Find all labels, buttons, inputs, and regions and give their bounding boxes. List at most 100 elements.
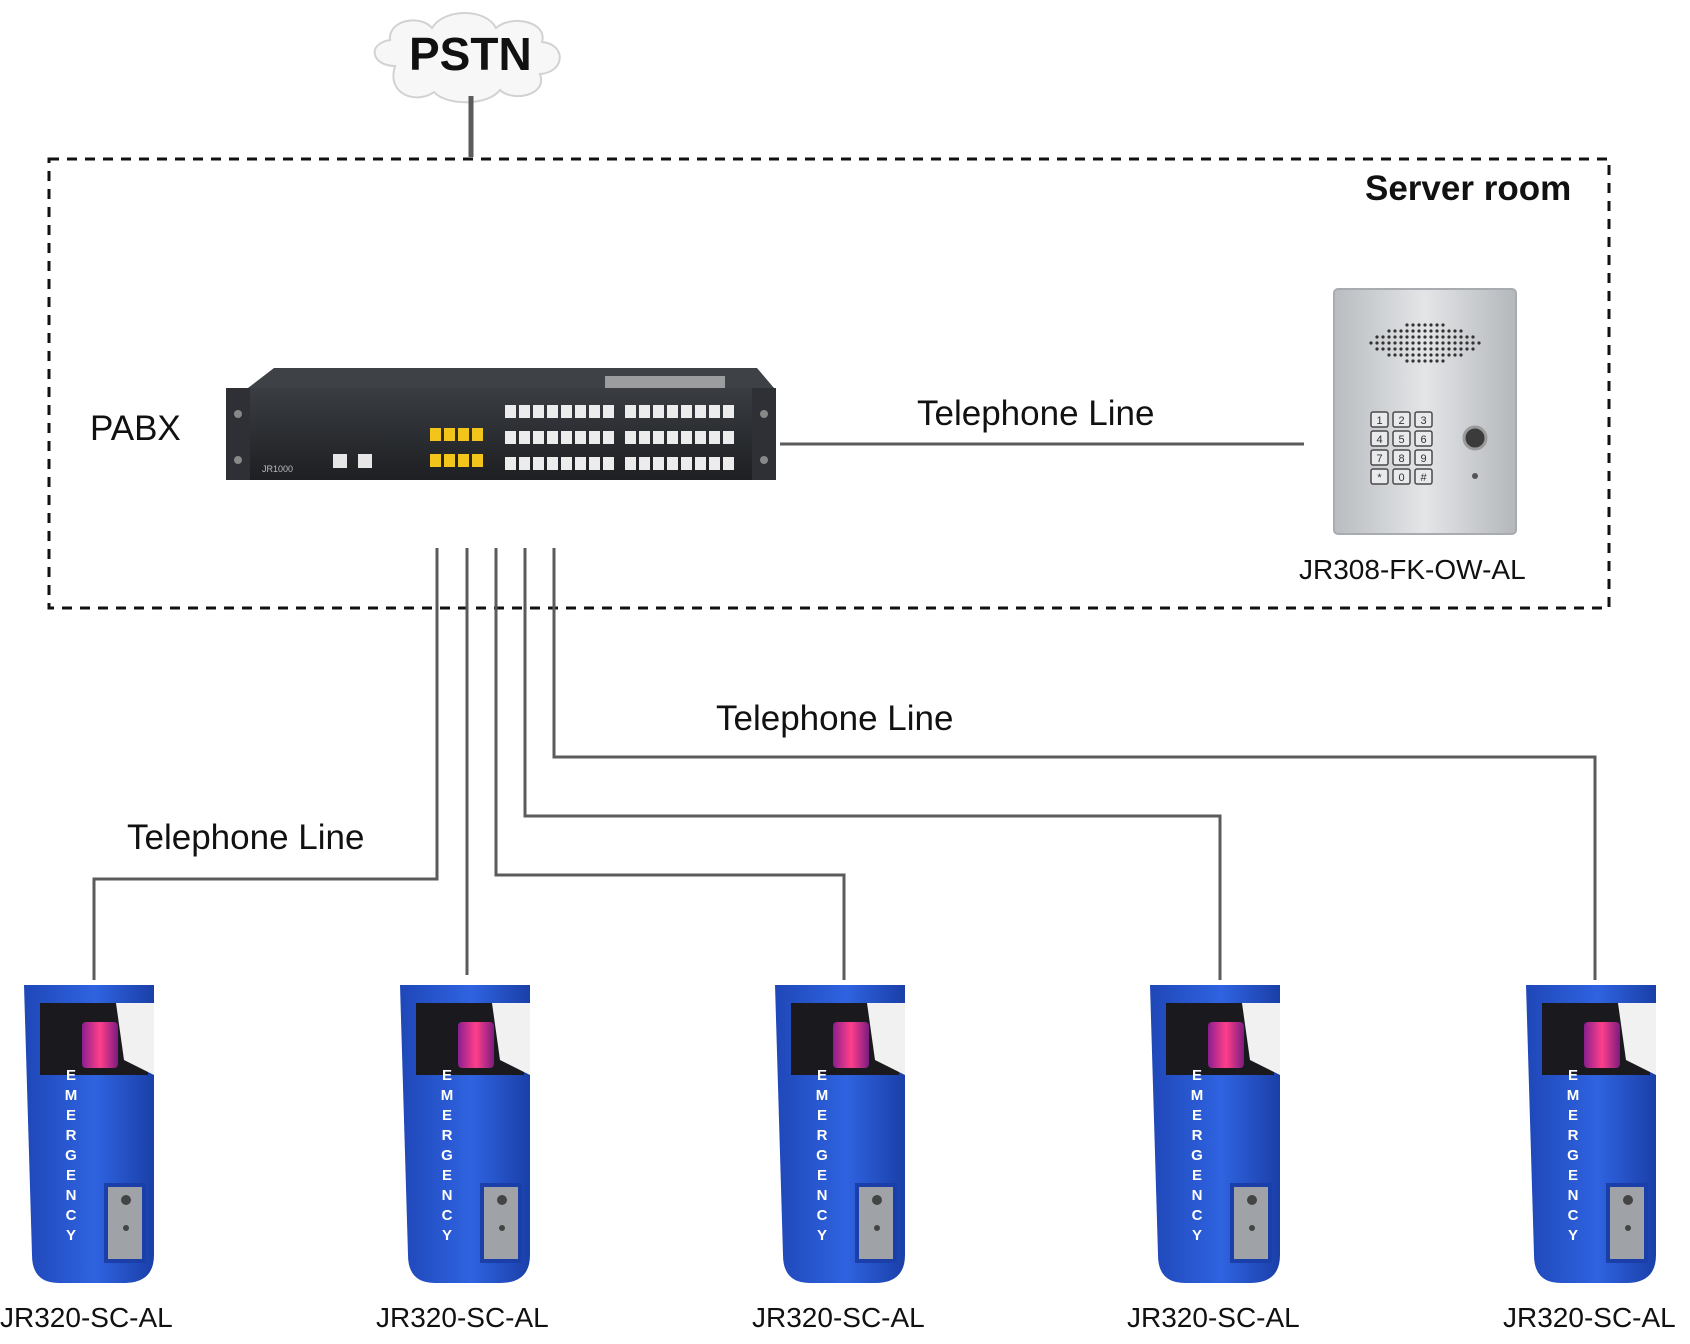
keypad-key (1392, 411, 1411, 428)
fxs-port (709, 457, 720, 470)
grille-hole (1435, 353, 1439, 357)
pillar-side-letter: N (1568, 1187, 1579, 1204)
grille-hole (1375, 347, 1379, 351)
grille-hole (1447, 341, 1451, 345)
fxs-port (695, 457, 706, 470)
grille-hole (1399, 347, 1403, 351)
grille-hole (1447, 353, 1451, 357)
fxs-port (723, 405, 734, 418)
fxs-port (603, 431, 614, 444)
grille-hole (1375, 335, 1379, 339)
pstn-label: PSTN (409, 28, 532, 80)
pillar-side-letter: E (817, 1067, 827, 1084)
pillar-side-letter: E (1568, 1107, 1578, 1124)
pillar-side-letter: G (65, 1147, 77, 1164)
grille-hole (1399, 335, 1403, 339)
connection-label-field-left: Telephone Line (127, 818, 365, 857)
grille-hole (1381, 341, 1385, 345)
grille-hole (1429, 323, 1433, 327)
pillar-side-letter: M (441, 1087, 454, 1104)
pabx-front-panel (226, 388, 776, 480)
pillar-speaker (1623, 1195, 1633, 1205)
fxs-port (547, 457, 558, 470)
keypad-key (1370, 468, 1389, 485)
grille-hole (1411, 341, 1415, 345)
grille-hole (1393, 353, 1397, 357)
pillar-button (874, 1225, 880, 1231)
grille-hole (1429, 347, 1433, 351)
fxs-port (519, 405, 530, 418)
grille-hole (1387, 335, 1391, 339)
grille-hole (1435, 323, 1439, 327)
pillar-side-letter: R (1192, 1127, 1203, 1144)
pillar-side-letter: R (1568, 1127, 1579, 1144)
pillar-side-letter: E (66, 1107, 76, 1124)
pillar-side-letter: E (1192, 1067, 1202, 1084)
pillar-side-letter: Y (66, 1227, 76, 1244)
call-button (1462, 425, 1488, 451)
grille-hole (1453, 353, 1457, 357)
pillar-side-letter: C (66, 1207, 77, 1224)
pillar-speaker (1247, 1195, 1257, 1205)
fxs-port (639, 405, 650, 418)
grille-hole (1447, 335, 1451, 339)
grille-hole (1417, 323, 1421, 327)
fxo-port (458, 454, 469, 467)
keypad-key (1414, 468, 1433, 485)
grille-hole (1405, 359, 1409, 363)
pillar-side-letter: G (1191, 1147, 1203, 1164)
fxs-port (681, 431, 692, 444)
pillar-button (1625, 1225, 1631, 1231)
keypad-key-label: 8 (1398, 453, 1404, 465)
keypad-key-label: 9 (1420, 453, 1426, 465)
pillar-model-label: JR320-SC-AL (376, 1302, 549, 1333)
pillar-side-letter: M (65, 1087, 78, 1104)
grille-hole (1453, 335, 1457, 339)
pillar-side-letter: E (1192, 1107, 1202, 1124)
fxo-port (444, 454, 455, 467)
fxs-port (519, 457, 530, 470)
fxs-port (639, 431, 650, 444)
grille-hole (1435, 341, 1439, 345)
fxs-port (723, 457, 734, 470)
keypad-key-label: 2 (1398, 415, 1404, 427)
grille-hole (1399, 353, 1403, 357)
pabx-ear-right (752, 388, 776, 480)
connection-label-intercom: Telephone Line (917, 394, 1155, 433)
fxs-port (561, 431, 572, 444)
grille-hole (1411, 329, 1415, 333)
fxs-port (667, 457, 678, 470)
pillar-glass-reflection (867, 1003, 905, 1075)
microphone-hole (1472, 473, 1478, 479)
pillar-side-letter: E (817, 1107, 827, 1124)
pabx-screw (760, 456, 768, 464)
grille-hole (1399, 329, 1403, 333)
fxs-port (603, 457, 614, 470)
speaker-grille (1369, 323, 1481, 363)
fxo-port (472, 454, 483, 467)
keypad-key (1370, 449, 1389, 466)
server-room-boundary (47, 157, 1611, 610)
grille-hole (1411, 347, 1415, 351)
telephone-wire (523, 548, 1222, 980)
grille-hole (1429, 341, 1433, 345)
fxo-port (472, 428, 483, 441)
pillar-speaker (497, 1195, 507, 1205)
fxo-port (430, 454, 441, 467)
fxs-port (519, 431, 530, 444)
pillar-phone-frame (855, 1183, 897, 1263)
keypad-key (1392, 430, 1411, 447)
grille-hole (1411, 359, 1415, 363)
pabx-screw (234, 410, 242, 418)
fxo-port (458, 428, 469, 441)
pillar-glass-reflection (1242, 1003, 1280, 1075)
intercom-model-label: JR308-FK-OW-AL (1299, 554, 1526, 585)
fxo-port (430, 428, 441, 441)
grille-hole (1435, 329, 1439, 333)
